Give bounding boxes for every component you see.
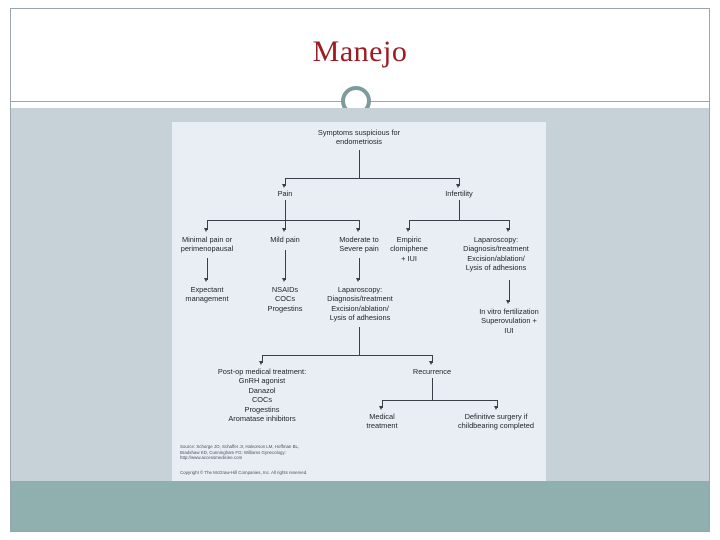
connector-root-stem xyxy=(359,150,360,178)
arrow-to-recurrence xyxy=(429,361,434,365)
connector-pain-drop-2 xyxy=(285,220,286,230)
flow-node-mild-pain: Mild pain xyxy=(270,235,300,244)
arrow-to-infertility xyxy=(456,184,461,188)
arrow-to-definitive-surgery xyxy=(494,406,499,410)
connector-recurrence-left-drop xyxy=(382,400,383,408)
arrow-to-postop xyxy=(259,361,264,365)
connector-laparoscopy-pain-stem xyxy=(359,327,360,355)
arrow-to-nsaids xyxy=(282,278,287,282)
connector-root-right-drop xyxy=(459,178,460,186)
slide-border-right xyxy=(709,8,710,531)
connector-minimal-stem xyxy=(207,258,208,280)
connector-infertility-stem xyxy=(459,200,460,220)
arrow-to-expectant xyxy=(204,278,209,282)
flow-node-empiric-clomiphene: Empiric clomiphene + IUI xyxy=(390,235,428,263)
flow-node-nsaids: NSAIDs COCs Progestins xyxy=(267,285,303,313)
endometriosis-management-flowchart: Symptoms suspicious for endometriosis Pa… xyxy=(172,122,546,481)
flow-node-postop: Post-op medical treatment: GnRH agonist … xyxy=(217,367,307,424)
flow-node-infertility: Infertility xyxy=(445,189,473,198)
flow-node-pain: Pain xyxy=(277,189,293,198)
flow-node-root: Symptoms suspicious for endometriosis xyxy=(317,128,401,147)
connector-pain-split xyxy=(207,220,359,221)
connector-root-left-drop xyxy=(285,178,286,186)
connector-root-split xyxy=(285,178,459,179)
flow-node-minimal-pain: Minimal pain or perimenopausal xyxy=(180,235,234,254)
slide-header: Manejo xyxy=(11,9,709,97)
arrow-to-laparoscopy-infertility xyxy=(506,228,511,232)
arrow-to-ivf xyxy=(506,300,511,304)
page-title: Manejo xyxy=(312,35,408,68)
flow-node-recurrence: Recurrence xyxy=(412,367,452,376)
figure-copyright: Copyright © The McGraw-Hill Companies, I… xyxy=(180,470,308,475)
connector-postop-split xyxy=(262,355,432,356)
connector-infertility-split xyxy=(409,220,509,221)
arrow-to-empiric-clomiphene xyxy=(406,228,411,232)
connector-infertility-drop-1 xyxy=(409,220,410,230)
slide-border-bottom xyxy=(10,531,710,532)
slide-footer-bar xyxy=(11,481,709,531)
slide-border-left xyxy=(10,8,11,531)
flow-node-ivf: In vitro fertilization Superovulation + … xyxy=(479,307,539,335)
figure-source-citation: Source: Schorge JO, Schaffer JI, Halvors… xyxy=(180,444,300,461)
flow-node-moderate-severe-pain: Moderate to Severe pain xyxy=(339,235,379,254)
flow-node-definitive-surgery: Definitive surgery if childbearing compl… xyxy=(457,412,534,431)
connector-pain-stem xyxy=(285,200,286,228)
slide-border-top xyxy=(10,8,710,9)
flow-node-laparoscopy-pain: Laparoscopy: Diagnosis/treatment Excisio… xyxy=(327,285,393,323)
connector-pain-drop-3 xyxy=(359,220,360,230)
connector-recurrence-split xyxy=(382,400,497,401)
connector-moderate-stem xyxy=(359,258,360,280)
arrow-to-laparoscopy-pain xyxy=(356,278,361,282)
connector-pain-drop-1 xyxy=(207,220,208,230)
connector-recurrence-stem xyxy=(432,378,433,400)
connector-postop-right-drop xyxy=(432,355,433,363)
arrow-to-moderate-severe-pain xyxy=(356,228,361,232)
connector-mild-stem xyxy=(285,250,286,280)
flow-node-medical-treatment: Medical treatment xyxy=(366,412,398,431)
flow-node-laparoscopy-infertility: Laparoscopy: Diagnosis/treatment Excisio… xyxy=(463,235,529,273)
arrow-to-minimal-pain xyxy=(204,228,209,232)
connector-recurrence-right-drop xyxy=(497,400,498,408)
arrow-to-mild-pain xyxy=(282,228,287,232)
flow-node-expectant: Expectant management xyxy=(185,285,229,304)
connector-postop-left-drop xyxy=(262,355,263,363)
arrow-to-medical-treatment xyxy=(379,406,384,410)
connector-infertility-drop-2 xyxy=(509,220,510,230)
arrow-to-pain xyxy=(282,184,287,188)
connector-lap-infertility-stem xyxy=(509,280,510,302)
